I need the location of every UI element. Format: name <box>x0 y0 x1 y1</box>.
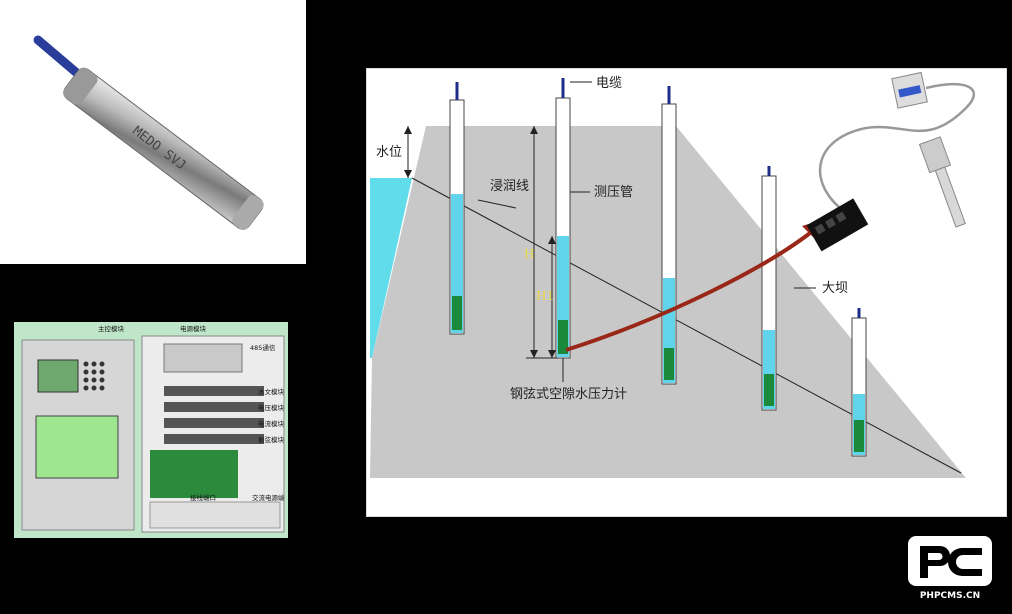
piezometer-tube-1 <box>449 82 465 335</box>
label-freq-module: 振弦模块 <box>258 435 285 444</box>
piezometer-tube-3 <box>661 86 677 385</box>
label-hydro-module: 水文模块 <box>258 387 285 396</box>
logger-door-panel <box>35 415 119 479</box>
data-logger-photo: 主控模块 电源模块 485通信 水文模块 电压模块 电流模块 振弦模块 接线端口… <box>14 322 288 538</box>
label-current-module: 电流模块 <box>258 419 285 428</box>
label-h: H <box>524 247 534 261</box>
label-water-level: 水位 <box>376 145 402 160</box>
piezometer-tube-5 <box>851 308 867 457</box>
label-seepage-line: 浸润线 <box>490 179 529 194</box>
logo-text: PHPCMS.CN <box>920 591 980 601</box>
logger-keypad <box>83 361 105 391</box>
label-cable: 电缆 <box>596 75 622 91</box>
arrow-to-sensor <box>565 228 816 352</box>
terminal-block <box>150 450 238 498</box>
logger-lcd <box>37 359 79 393</box>
sensor-cable <box>33 35 83 79</box>
power-module-box <box>163 343 243 373</box>
seepage-line <box>411 177 962 474</box>
label-dam: 大坝 <box>822 281 848 296</box>
reservoir-water <box>370 178 412 358</box>
label-h1: H1 <box>536 289 554 303</box>
label-piezometer-tube: 测压管 <box>594 185 633 200</box>
label-terminal: 接线端口 <box>190 493 216 502</box>
sensor-photo: MEDO SVJ <box>0 0 306 264</box>
site-logo: PHPCMS.CN <box>906 534 994 602</box>
label-main-module: 主控模块 <box>98 324 125 333</box>
label-piezometer: 钢弦式空隙水压力计 <box>510 386 627 402</box>
label-voltage-module: 电压模块 <box>258 403 285 412</box>
piezometer-tube-2 <box>555 78 571 359</box>
pressure-transmitter <box>806 71 975 252</box>
label-485: 485通信 <box>250 343 276 352</box>
label-ac-power: 交流电源端 <box>252 493 285 502</box>
piezometer-tube-4 <box>761 166 777 411</box>
label-power-module: 电源模块 <box>180 324 207 333</box>
dam-diagram: 电缆 水位 浸润线 测压管 大坝 钢弦式空隙水压力计 H H1 <box>366 68 1007 517</box>
